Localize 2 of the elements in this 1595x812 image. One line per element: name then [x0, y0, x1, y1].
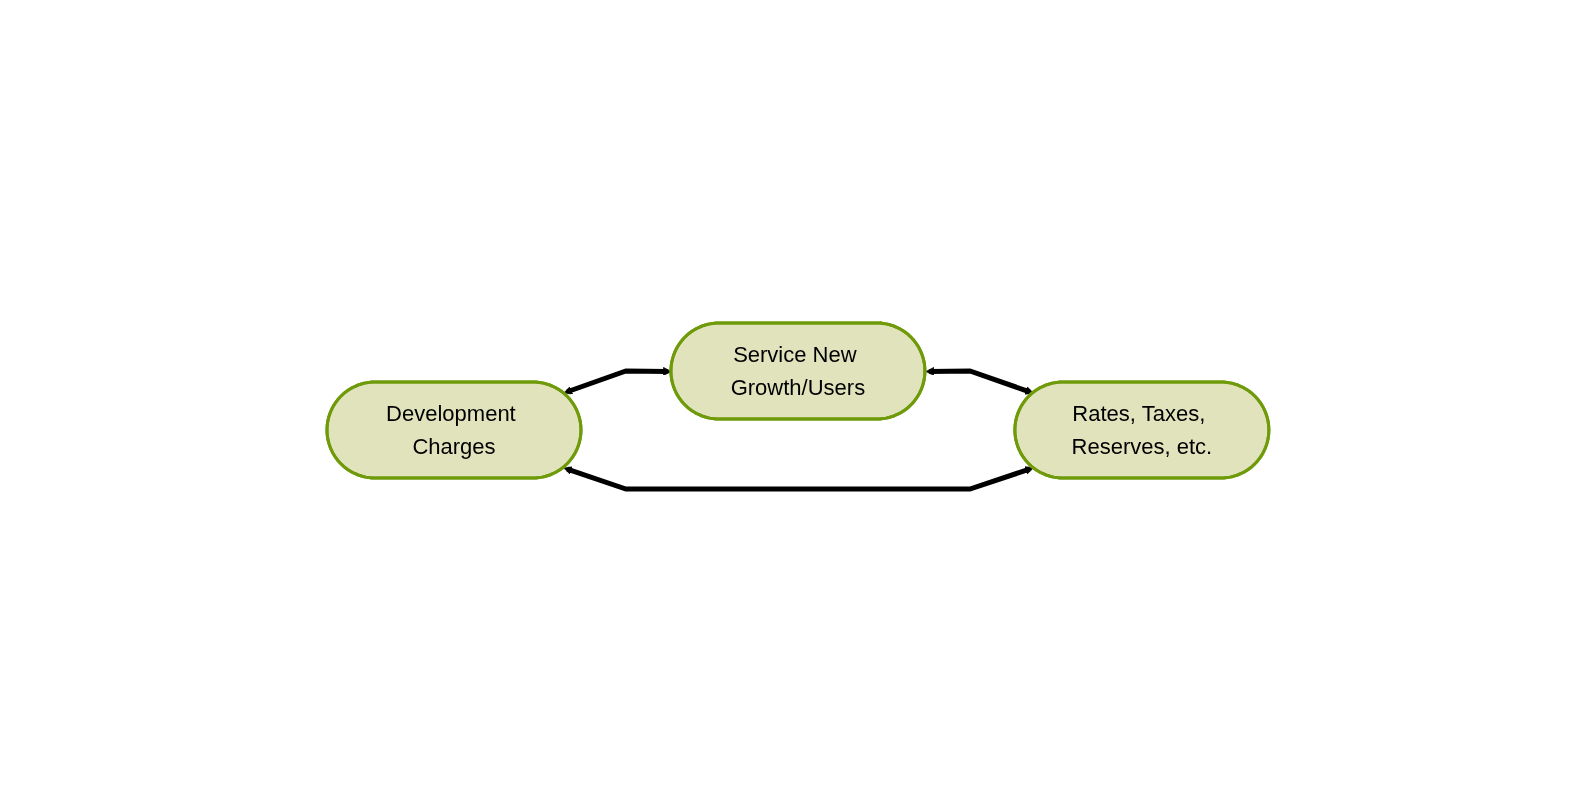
arrow: [924, 367, 1034, 395]
arrow: [563, 466, 1034, 492]
